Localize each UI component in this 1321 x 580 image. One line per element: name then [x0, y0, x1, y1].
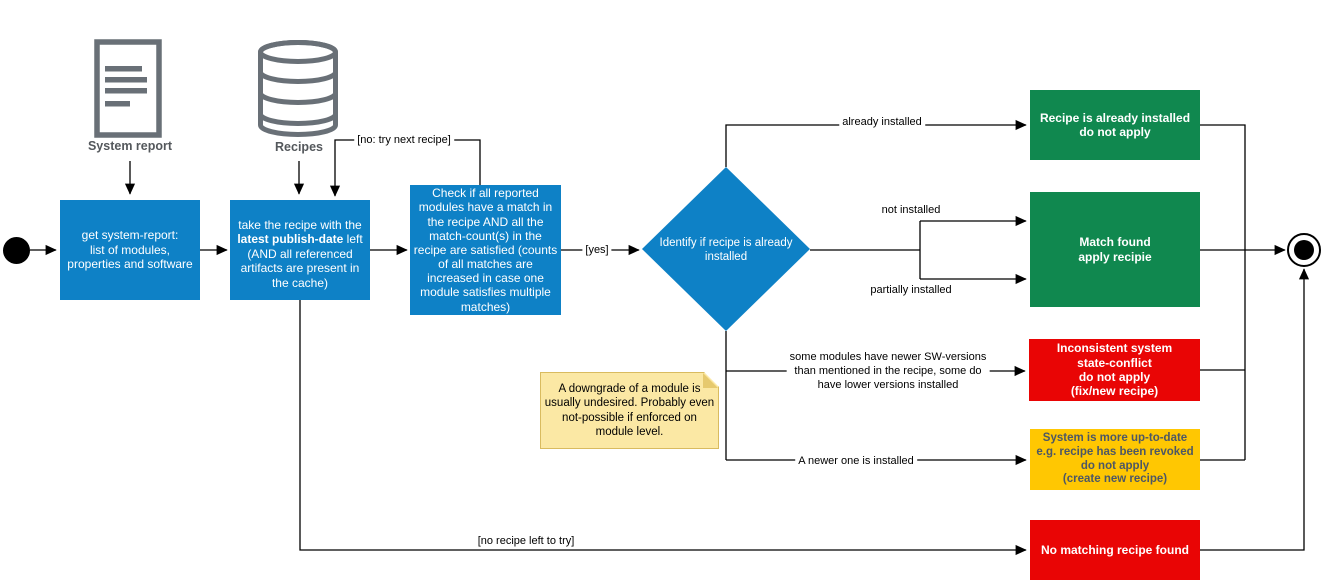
- take-recipe-text-bold: latest publish-date: [237, 232, 344, 247]
- label-newer-sw-versions: some modules have newer SW-versions than…: [786, 349, 990, 393]
- end-node: [1287, 233, 1321, 267]
- downgrade-note: A downgrade of a module is usually undes…: [540, 372, 719, 449]
- database-icon: [258, 40, 338, 137]
- edge-identify-to-already-installed: [725, 119, 1027, 167]
- identify-decision-diamond: [642, 167, 810, 331]
- end-node-dot: [1294, 240, 1314, 260]
- system-up-to-date-box: System is more up-to-date e.g. recipe ha…: [1030, 429, 1200, 490]
- start-node: [3, 237, 30, 264]
- match-found-box: Match found apply recipie: [1030, 192, 1200, 307]
- note-fold-corner: [703, 373, 718, 388]
- take-recipe-box: take the recipe with the latest publish-…: [230, 200, 370, 300]
- document-icon: [94, 39, 162, 138]
- label-newer-one-installed: A newer one is installed: [795, 453, 917, 469]
- check-match-box: Check if all reported modules have a mat…: [410, 185, 561, 315]
- label-already-installed: already installed: [839, 114, 925, 130]
- downgrade-note-text: A downgrade of a module is usually undes…: [544, 382, 715, 438]
- label-not-installed: not installed: [878, 202, 944, 218]
- label-no-recipe-left: [no recipe left to try]: [474, 533, 578, 549]
- take-recipe-text-before: take the recipe with the: [238, 218, 362, 232]
- get-system-report-box: get system-report: list of modules, prop…: [60, 200, 200, 300]
- identify-decision-label: Identify if recipe is already installed: [659, 236, 793, 263]
- edge-no-match-to-end: [1200, 268, 1310, 551]
- take-recipe-text-after: left (AND all referenced artifacts are p…: [240, 232, 363, 290]
- inconsistent-system-box: Inconsistent system state-conflict do no…: [1029, 339, 1200, 401]
- no-matching-recipe-box: No matching recipe found: [1030, 520, 1200, 580]
- system-report-caption: System report: [87, 139, 173, 153]
- label-yes: [yes]: [582, 242, 612, 258]
- edge-collector-vertical: [1200, 124, 1246, 460]
- label-partially-installed: partially installed: [867, 282, 955, 298]
- label-no-try-next-recipe: [no: try next recipe]: [354, 132, 454, 148]
- recipe-already-installed-box: Recipe is already installed do not apply: [1030, 90, 1200, 160]
- recipes-caption: Recipes: [275, 140, 323, 154]
